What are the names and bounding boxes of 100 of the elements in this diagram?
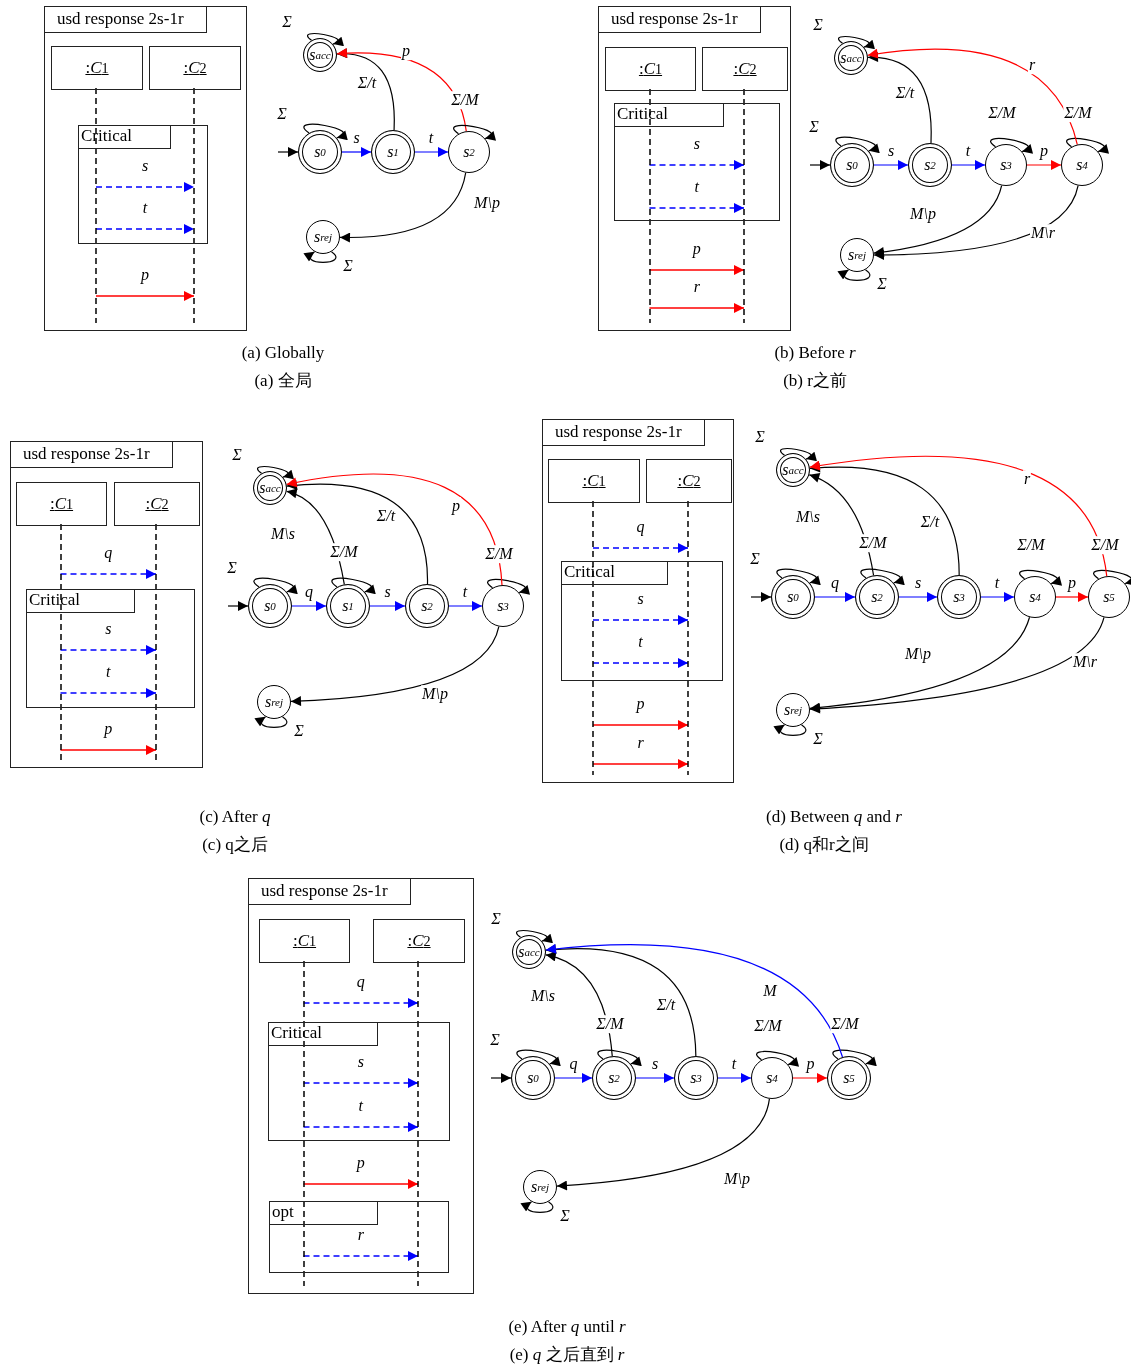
message-arrow	[59, 569, 157, 579]
edge-label: Σ/M	[858, 534, 888, 553]
transition-arrow	[814, 592, 856, 602]
lifeline	[373, 919, 463, 1286]
message-arrow	[592, 658, 689, 668]
self-loop-arrow	[487, 578, 531, 594]
transition-arrow	[448, 601, 483, 611]
sequence-diagram-frame	[248, 878, 474, 1294]
transition-arrow	[980, 592, 1015, 602]
self-loop-arrow	[990, 137, 1034, 153]
sequence-diagram-frame	[10, 441, 203, 768]
lifeline	[114, 482, 198, 760]
transition-arrow	[809, 462, 960, 576]
self-loop-arrow	[860, 568, 905, 584]
figure-caption: (d) Between q and r	[766, 807, 902, 827]
message-arrow	[95, 224, 195, 234]
transition-arrow	[545, 944, 844, 1058]
self-loop-arrow	[773, 724, 807, 736]
lifeline	[51, 46, 141, 323]
edge-label: Σ/M	[1090, 536, 1120, 554]
transition-arrow	[898, 592, 938, 602]
self-loop-arrow	[516, 1049, 561, 1065]
start-arrow	[277, 147, 299, 157]
transition-arrow	[792, 1073, 828, 1083]
lifeline	[259, 919, 348, 1286]
edge-label: M\p	[473, 194, 501, 212]
transition-arrow	[556, 1098, 770, 1191]
fragment-operator-tab: Critical	[614, 103, 724, 127]
start-arrow	[227, 601, 249, 611]
fragment-operator-tab: Critical	[268, 1022, 378, 1046]
self-loop-arrow	[331, 577, 376, 593]
transition-arrow	[290, 626, 500, 706]
sequence-diagram-frame	[598, 6, 791, 331]
self-loop-arrow	[835, 136, 880, 152]
self-loop-arrow	[756, 1050, 800, 1066]
self-loop-arrow	[832, 1049, 877, 1065]
message-arrow	[648, 265, 745, 275]
transition-arrow	[951, 160, 986, 170]
edge-label: Σ/M	[1063, 104, 1093, 122]
figure-caption: (d) q和r之间	[779, 833, 869, 856]
frame-title: usd response 2s-1r	[11, 442, 173, 468]
self-loop-arrow	[307, 33, 345, 46]
figure-caption: (b) r之前	[783, 369, 847, 392]
start-arrow	[809, 160, 831, 170]
transition-arrow	[554, 1073, 593, 1083]
self-loop-arrow	[838, 36, 876, 49]
message-arrow	[302, 1251, 419, 1261]
self-loop-arrow	[1093, 569, 1131, 585]
self-loop-arrow	[453, 124, 497, 140]
figure-caption: (a) 全局	[254, 369, 312, 392]
transition-arrow	[809, 455, 1108, 577]
edge-label: Σ/M	[329, 543, 359, 562]
edge-label: Σ/M	[830, 1015, 860, 1034]
self-loop-arrow	[837, 269, 871, 281]
frame-title: usd response 2s-1r	[249, 879, 411, 905]
transition-arrow	[717, 1073, 752, 1083]
self-loop-arrow	[254, 716, 288, 728]
figure-caption: (b) Before r	[774, 343, 856, 363]
edge-label: M\p	[909, 205, 937, 223]
lifeline	[149, 46, 239, 323]
message-arrow	[302, 998, 419, 1008]
edge-label: M\p	[904, 645, 932, 663]
transition-arrow	[414, 147, 449, 157]
message-arrow	[59, 645, 157, 655]
transition-arrow	[341, 147, 372, 157]
self-loop-arrow	[516, 930, 554, 943]
figure-caption: (e) After q until r	[508, 1317, 626, 1337]
transition-arrow	[873, 184, 1003, 257]
message-arrow	[592, 543, 689, 553]
edge-label: M\p	[421, 685, 449, 703]
edge-label: Σ/M	[595, 1015, 625, 1034]
transition-arrow	[867, 48, 1078, 146]
message-arrow	[302, 1122, 419, 1132]
transition-arrow	[809, 616, 1105, 714]
self-loop-arrow	[1066, 137, 1110, 153]
figure-caption: (e) q 之后直到 r	[509, 1343, 625, 1366]
message-arrow	[592, 759, 689, 769]
sequence-diagram-frame	[542, 419, 734, 783]
edge-label: Σ/M	[484, 545, 514, 563]
frame-title: usd response 2s-1r	[45, 7, 207, 33]
transition-arrow	[369, 601, 406, 611]
transition-arrow	[1026, 160, 1062, 170]
transition-arrow	[873, 185, 1079, 260]
frame-title: usd response 2s-1r	[543, 420, 705, 446]
edge-label: M\p	[723, 1170, 751, 1188]
message-arrow	[59, 688, 157, 698]
transition-arrow	[336, 48, 467, 132]
message-arrow	[648, 303, 745, 313]
lifeline	[702, 47, 786, 323]
lifeline	[605, 47, 694, 323]
self-loop-arrow	[597, 1049, 642, 1065]
message-arrow	[59, 745, 157, 755]
self-loop-arrow	[253, 577, 298, 593]
start-arrow	[490, 1073, 512, 1083]
self-loop-arrow	[303, 123, 348, 139]
message-arrow	[95, 182, 195, 192]
self-loop-arrow	[776, 568, 821, 584]
edge-label: p	[451, 497, 461, 515]
message-arrow	[648, 160, 745, 170]
transition-arrow	[291, 601, 327, 611]
